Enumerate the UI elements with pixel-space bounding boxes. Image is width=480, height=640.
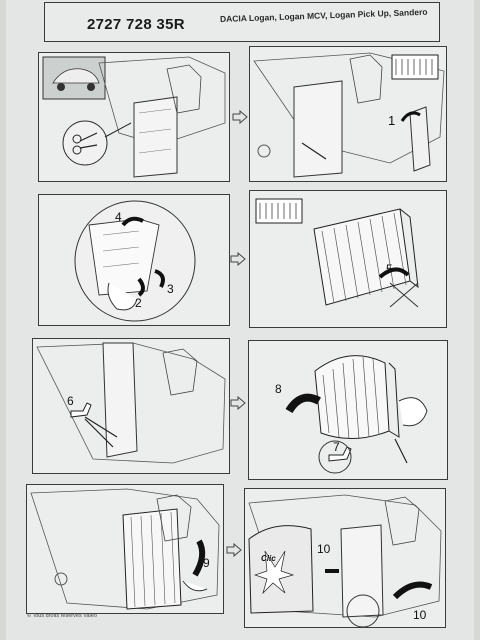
filter-icon [255,198,303,224]
step-label: 5 [386,262,393,276]
clic-label: Clic [261,554,276,563]
step-panel-7: 9 [26,484,224,614]
step-8-illustration: 10 10 Clic [248,494,442,627]
step-panel-2: 1 [249,46,447,182]
filter-icon [391,54,439,80]
step-3-illustration: 4 2 3 [74,200,196,322]
oil-can-icon [328,446,352,462]
part-number: 2727 728 35R [87,16,185,33]
step-label: 2 [135,296,142,310]
hand-icon [107,282,138,311]
oil-can-icon [70,402,92,418]
vehicle-models: DACIA Logan, Logan MCV, Logan Pick Up, S… [219,6,428,24]
step-label: 10 [413,608,427,622]
flow-arrow-icon [232,110,248,124]
step-label: 4 [115,210,122,224]
step-panel-8: 10 10 Clic [244,488,446,628]
step-panel-1 [38,52,230,182]
step-label: 8 [275,382,282,396]
flow-arrow-icon [230,252,246,266]
hand-icon [398,397,428,427]
step-label: 6 [67,394,74,408]
header-box: 2727 728 35R DACIA Logan, Logan MCV, Log… [44,2,440,42]
step-panel-6: 8 7 [248,340,448,480]
step-5-illustration: 6 [36,342,226,464]
step-label: 1 [388,113,395,128]
copyright-footer: © Tous droits réservés Valeo [27,613,97,619]
step-label: 3 [167,282,174,296]
scissors-icon [72,132,98,155]
step-panel-5: 6 [32,338,230,474]
hand-icon [182,580,208,592]
step-panel-4: 5 [249,190,447,328]
flow-arrow-icon [226,543,242,557]
step-label: 9 [203,556,210,570]
step-label: 10 [317,542,331,556]
step-label: 7 [333,440,340,454]
step-1-illustration [42,56,226,178]
step-2-illustration: 1 [253,52,445,178]
step-6-illustration: 8 7 [275,355,428,474]
step-7-illustration: 9 [30,488,220,610]
flow-arrow-icon [230,396,246,410]
step-panel-3: 4 2 3 [38,194,230,326]
step-4-illustration: 5 [255,198,419,308]
